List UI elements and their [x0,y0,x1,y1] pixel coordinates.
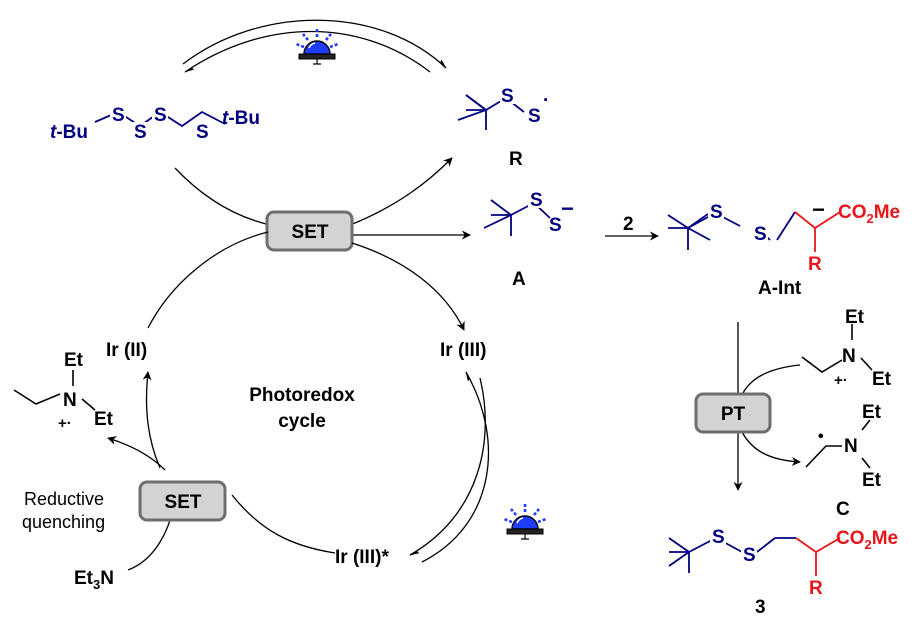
set-box-bottom [138,480,227,522]
arrow-IrIII-to-IrIIIstar [409,377,486,556]
right-et-top: Et [845,307,865,328]
AInt-ester-sub: 2 [867,211,874,226]
pt-box-label: PT [721,404,746,425]
p3-ester-end: Me [872,528,898,549]
R-radical-dot: · [543,90,549,111]
cycle-title-line2: cycle [278,411,326,432]
C-et-bottom: Et [862,470,882,491]
arc-to-radical-C [741,431,801,466]
A-s2: S [549,215,562,236]
arrow-IrIIIstar-to-IrIII [421,371,490,563]
right-n: N [842,346,856,367]
s-atom-4: S [196,122,209,143]
left-et-top: Et [64,350,84,371]
ir-iii-label: Ir (III) [440,340,486,361]
arc-set-to-IrIIIstar [231,494,336,554]
right-charge: +· [834,372,848,389]
arc-set-to-IrII-bottom [142,371,161,469]
p3-r-group: R [809,578,823,599]
ir-iii-star-label: Ir (III)* [335,547,389,568]
tbu-right-prefix: t [222,108,229,129]
right-et-right: Et [872,369,892,390]
AInt-ester-end: Me [874,202,900,223]
svg-text:CO2Me: CO2Me [838,202,900,226]
et3n-sub: 3 [93,577,100,592]
arc-radical-cation-in [741,364,801,396]
R-s1: S [501,86,514,107]
et3n-base: Et [74,568,94,589]
s-atom-2: S [134,122,147,143]
anion-A: S S − A [483,190,574,290]
R-label: R [509,149,523,170]
et3n-label: Et3N [74,568,114,592]
AInt-r-group: R [808,254,822,275]
reagent-2: 2 [623,214,634,235]
p3-label: 3 [755,597,766,618]
A-label: A [512,269,526,290]
svg-text:CO2Me: CO2Me [836,528,898,552]
R-s2: S [528,106,541,127]
C-label: C [836,499,850,520]
adduct-A-Int: S S − CO2Me R A-Int [667,197,900,299]
amine-radical-cation-left: N Et Et +· [13,350,114,432]
forward-arrow [182,19,447,69]
tbu-right-suffix: -Bu [228,108,260,129]
AInt-s2: S [754,224,767,245]
arc-set-to-R [349,157,453,226]
C-radical-dot: • [818,428,824,445]
p3-s2: S [743,545,756,566]
arrow-set-to-radical-cation [107,436,166,471]
perthiyl-radical-R: S S · R [457,86,549,170]
C-n: N [844,436,858,457]
ir-ii-label: Ir (II) [106,340,147,361]
p3-ester-sub: 2 [865,537,872,552]
top-equilibrium-arrows [182,19,447,73]
AInt-charge: − [812,197,825,222]
quenching-line2: quenching [22,512,105,532]
AInt-label: A-Int [758,278,802,299]
arc-tetrasulfide-to-set [174,167,276,227]
tbu-left-prefix: t [50,122,57,143]
set-box-bottom-label: SET [165,492,202,513]
cycle-title-line1: Photoredox [249,385,355,406]
left-n: N [63,390,77,411]
aminoalkyl-radical-C: • N Et Et C [805,402,882,520]
p3-s1: S [712,527,725,548]
A-charge: − [561,196,574,221]
pt-box [694,392,772,434]
reverse-arrow [184,30,431,73]
photoredox-cycle [142,231,490,563]
s-atom-1: S [112,105,125,126]
p3-ester: CO [836,528,865,549]
tetrasulfide: t-Bu S S S S t-Bu [50,105,260,143]
svg-text:t-Bu: t-Bu [50,122,88,143]
AInt-s1: S [710,202,723,223]
A-s1: S [530,190,543,211]
arc-set-to-IrIII [351,242,465,331]
blue-lamp-icon [294,27,340,66]
set-box-top-label: SET [292,222,329,243]
tbu-left-suffix: -Bu [56,122,88,143]
C-et-top: Et [862,402,882,423]
AInt-ester: CO [838,202,867,223]
set-box-top [265,210,354,252]
arc-set-to-IrII [147,231,269,329]
quenching-line1: Reductive [24,489,104,509]
amine-radical-cation-right: N Et Et +· [801,307,892,390]
s-atom-3: S [154,105,167,126]
et3n-end: N [100,568,114,589]
blue-lamp-icon [502,502,548,541]
product-3: S S CO2Me R 3 [668,527,898,618]
left-et-right: Et [94,409,114,430]
left-charge: +· [58,415,72,432]
svg-text:t-Bu: t-Bu [222,108,260,129]
